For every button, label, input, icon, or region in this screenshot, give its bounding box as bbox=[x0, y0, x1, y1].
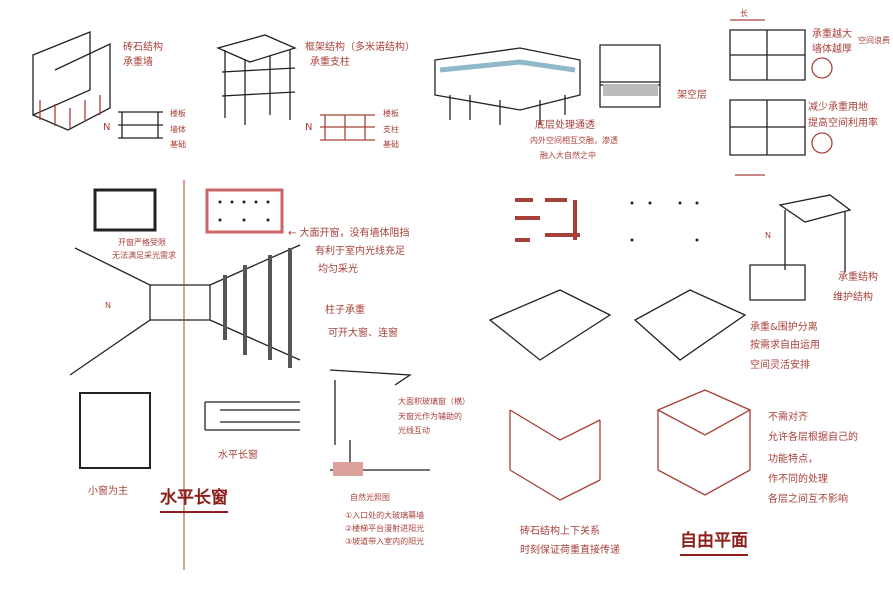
interior-n: N bbox=[105, 301, 111, 310]
free-plan-sketches bbox=[488, 194, 852, 361]
light-note-2: 天窗光作为辅助的 bbox=[398, 412, 462, 421]
small-window-note-1: 开窗严格受限 bbox=[118, 238, 166, 247]
span-note1-2: 墙体越厚 bbox=[812, 44, 852, 55]
plan-n: N bbox=[765, 231, 771, 240]
villa-savoye-sketch bbox=[434, 44, 661, 125]
strip-window-label: 水平长窗 bbox=[218, 450, 258, 461]
free-note-1: 不需对齐 bbox=[768, 412, 808, 423]
light-item-3: ③坡道带入室内的阳光 bbox=[345, 537, 425, 546]
section-sketches bbox=[509, 389, 752, 501]
villa-note-3: 融入大自然之中 bbox=[540, 151, 596, 160]
column-note-1: 柱子承重 bbox=[325, 305, 365, 316]
span-note2-1: 减少承重用地 bbox=[808, 102, 868, 113]
strip-window-title: 水平长窗 bbox=[160, 485, 228, 514]
light-title: 自然光照图 bbox=[350, 493, 390, 502]
masonry-structure-sketch bbox=[32, 31, 163, 139]
frame-n: N bbox=[305, 122, 313, 133]
masonry-n: N bbox=[103, 122, 111, 133]
span-waste: 空间浪费 bbox=[858, 36, 890, 45]
small-window-label: 小窗为主 bbox=[88, 486, 128, 497]
span-note2-2: 提高空间利用率 bbox=[808, 118, 878, 129]
column-note-2: 可开大窗、连窗 bbox=[328, 328, 398, 339]
light-item-2: ②楼梯平台漫射进阳光 bbox=[345, 524, 425, 533]
frame-chain-3: 基础 bbox=[383, 140, 399, 149]
villa-lift-label: 架空层 bbox=[677, 90, 707, 101]
section-note-2: 时刻保证荷重直接传递 bbox=[520, 545, 620, 556]
frame-chain-2: 支柱 bbox=[383, 125, 399, 134]
masonry-chain-1: 楼板 bbox=[170, 109, 186, 118]
window-elevation-sketches bbox=[79, 369, 430, 476]
free-plan-title: 自由平面 bbox=[680, 528, 748, 557]
free-note-3: 功能特点， bbox=[768, 454, 818, 465]
frame-structure-sketch bbox=[216, 34, 375, 141]
free-note-2: 允许各层根据自己的 bbox=[768, 432, 858, 443]
plan-note-2: 按需求自由运用 bbox=[750, 340, 820, 351]
light-note-3: 光线互动 bbox=[398, 426, 430, 435]
villa-note-1: 底层处理通透 bbox=[535, 120, 595, 131]
big-window-note-2: 有利于室内光线充足 bbox=[315, 246, 405, 257]
span-length: 长 bbox=[740, 9, 748, 18]
small-window-note-2: 无法满足采光需求 bbox=[112, 251, 176, 260]
big-window-note-3: 均匀采光 bbox=[318, 264, 358, 275]
span-note1-1: 承重越大 bbox=[812, 29, 852, 40]
villa-note-2: 内外空间相互交融，渗透 bbox=[530, 136, 618, 145]
light-item-1: ①入口处的大玻璃幕墙 bbox=[345, 511, 425, 520]
big-window-note-1: ← 大面开窗，没有墙体阻挡 bbox=[288, 228, 410, 239]
floor-plan-sketches bbox=[93, 188, 284, 234]
masonry-chain-3: 基础 bbox=[170, 140, 186, 149]
bearing-label: 承重结构 bbox=[838, 272, 878, 283]
enclosure-label: 维护结构 bbox=[833, 292, 873, 303]
frame-title: 框架结构（多米诺结构） bbox=[305, 42, 415, 53]
section-note-1: 砖石结构上下关系 bbox=[520, 526, 600, 537]
wall-span-sketch bbox=[729, 19, 833, 176]
free-note-5: 各层之间互不影响 bbox=[768, 494, 848, 505]
masonry-title: 砖石结构 bbox=[123, 42, 163, 53]
masonry-chain-2: 墙体 bbox=[170, 125, 186, 134]
light-note-1: 大面积玻璃窗（横） bbox=[398, 397, 470, 406]
frame-column-label: 承重支柱 bbox=[310, 57, 350, 68]
interior-perspective-sketch bbox=[69, 180, 301, 570]
plan-note-1: 承重&围护分离 bbox=[750, 322, 818, 333]
free-note-4: 作不同的处理 bbox=[768, 474, 828, 485]
masonry-wall-label: 承重墙 bbox=[123, 57, 153, 68]
plan-note-3: 空间灵活安排 bbox=[750, 360, 810, 371]
frame-chain-1: 楼板 bbox=[383, 109, 399, 118]
